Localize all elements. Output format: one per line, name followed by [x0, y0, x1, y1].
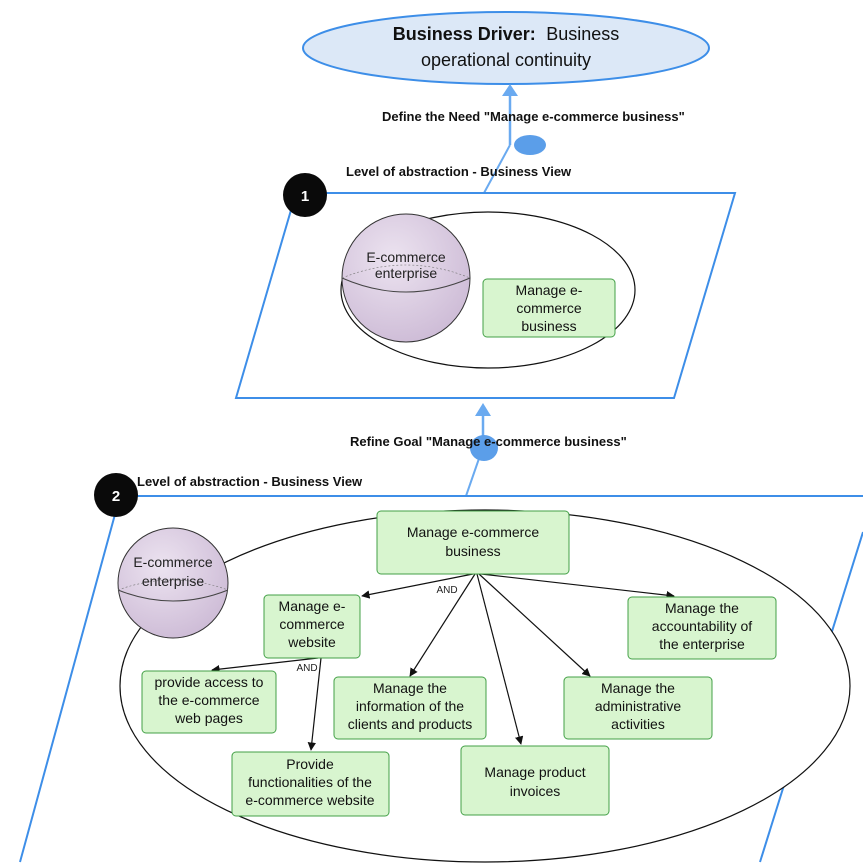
level-1-badge-number: 1: [301, 188, 309, 205]
information-goal-line3: clients and products: [348, 716, 473, 732]
level-1-entity-line2: enterprise: [375, 265, 437, 281]
access-goal-line1: provide access to: [155, 674, 264, 690]
access-goal-line3: web pages: [174, 710, 243, 726]
level-1-goal-line2: commerce: [516, 300, 582, 316]
level-2-badge-number: 2: [112, 488, 120, 505]
business-driver-line1: Business Driver: Business: [393, 24, 620, 44]
website-goal-line3: website: [287, 634, 336, 650]
define-need-node: [514, 135, 546, 155]
and-root-label: AND: [436, 585, 457, 596]
and-website-label: AND: [296, 663, 317, 674]
level-1-enterprise-sphere: E-commerce enterprise: [341, 213, 471, 343]
refine-goal-connector: Refine Goal "Manage e-commerce business": [350, 403, 627, 497]
level-1-badge: [283, 173, 327, 217]
goal-provide-access: provide access to the e-commerce web pag…: [141, 670, 277, 734]
invoices-goal-line2: invoices: [510, 783, 561, 799]
goal-manage-invoices: Manage product invoices: [460, 745, 610, 816]
website-goal-line1: Manage e-: [279, 598, 346, 614]
level-1-title: Level of abstraction - Business View: [346, 164, 572, 179]
arrow-root-to-website: [361, 573, 474, 599]
root-goal-line2: business: [445, 543, 500, 559]
information-goal-line1: Manage the: [373, 680, 447, 696]
goal-manage-administrative: Manage the administrative activities: [563, 676, 713, 740]
administrative-goal-line3: activities: [611, 716, 665, 732]
level-2-entity-line2: enterprise: [142, 573, 204, 589]
arrow-root-to-invoices: [476, 573, 524, 745]
level-1-entity-line1: E-commerce: [366, 249, 446, 265]
refinement-arrows: [211, 573, 675, 751]
level-1-goal-line3: business: [521, 318, 576, 334]
level-1-goal-line1: Manage e-: [516, 282, 583, 298]
level-2-enterprise-sphere: E-commerce enterprise: [117, 527, 229, 639]
invoices-goal-line1: Manage product: [484, 764, 585, 780]
administrative-goal-line1: Manage the: [601, 680, 675, 696]
goal-manage-accountability: Manage the accountability of the enterpr…: [627, 596, 777, 660]
root-goal-line1: Manage e-commerce: [407, 524, 539, 540]
administrative-goal-line2: administrative: [595, 698, 682, 714]
goal-manage-website: Manage e- commerce website: [263, 594, 361, 659]
level-1-goal-manage-business: Manage e- commerce business: [482, 278, 616, 338]
business-driver-label: Business Driver:: [393, 24, 536, 44]
business-driver-ellipse: [302, 11, 710, 85]
level-2-plane: 2 Level of abstraction - Business View E…: [19, 473, 863, 863]
refine-goal-node: [470, 435, 498, 461]
arrow-root-to-administrative: [478, 573, 591, 677]
arrow-website-to-functionalities: [307, 657, 322, 751]
website-goal-line2: commerce: [279, 616, 345, 632]
level-2-badge: [94, 473, 138, 517]
accountability-goal-line2: accountability of: [652, 618, 753, 634]
define-need-connector: Define the Need "Manage e-commerce busin…: [382, 84, 685, 194]
accountability-goal-line1: Manage the: [665, 600, 739, 616]
business-driver-text-2: operational continuity: [421, 50, 591, 70]
arrow-website-to-access: [211, 657, 319, 674]
access-goal-line2: the e-commerce: [158, 692, 259, 708]
business-driver-text-1: Business: [546, 24, 619, 44]
define-need-label: Define the Need "Manage e-commerce busin…: [382, 109, 685, 124]
level-2-title: Level of abstraction - Business View: [137, 474, 363, 489]
level-2-entity-line1: E-commerce: [133, 554, 213, 570]
functionalities-goal-line3: e-commerce website: [245, 792, 374, 808]
functionalities-goal-line1: Provide: [286, 756, 334, 772]
information-goal-line2: information of the: [356, 698, 464, 714]
refine-goal-label: Refine Goal "Manage e-commerce business": [350, 434, 627, 449]
business-driver: Business Driver: Business operational co…: [302, 11, 710, 85]
goal-manage-information: Manage the information of the clients an…: [333, 676, 487, 740]
define-need-arrowhead: [502, 84, 518, 96]
goal-manage-ecommerce-business: Manage e-commerce business: [376, 510, 570, 575]
refine-goal-arrowhead: [475, 403, 491, 416]
arrow-root-to-information: [409, 573, 476, 677]
goal-provide-functionalities: Provide functionalities of the e-commerc…: [231, 751, 390, 817]
accountability-goal-line3: the enterprise: [659, 636, 745, 652]
level-1-plane: 1 Level of abstraction - Business View E…: [234, 164, 737, 399]
functionalities-goal-line2: functionalities of the: [248, 774, 372, 790]
arrow-root-to-accountability: [480, 573, 675, 600]
